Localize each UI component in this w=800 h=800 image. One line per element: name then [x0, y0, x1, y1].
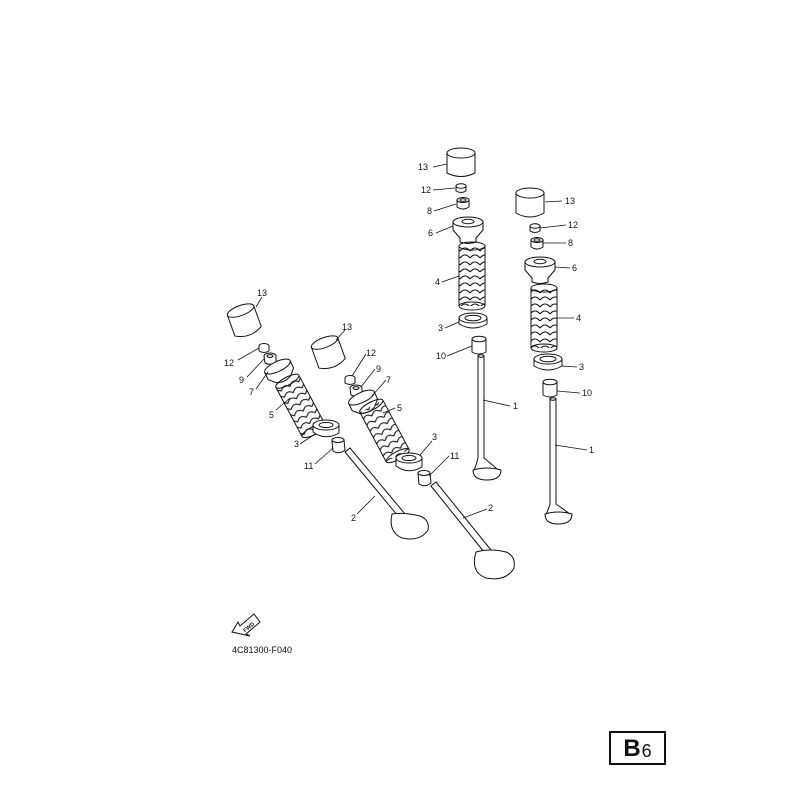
valve-lifter-13b	[515, 187, 545, 218]
label-12c: 12	[224, 358, 234, 368]
label-11a: 11	[304, 461, 313, 471]
label-8b: 8	[568, 238, 573, 248]
label-13c: 13	[257, 288, 267, 298]
exhaust-valve-2b	[430, 481, 515, 580]
valve-lifter-13c	[226, 303, 262, 338]
leader-lines	[237, 163, 588, 519]
page-tag: B 6	[609, 731, 666, 765]
valve-spring-4a	[458, 241, 486, 311]
spring-seat-3a	[458, 312, 488, 329]
label-12b: 12	[568, 220, 578, 230]
page-tag-letter: B	[623, 735, 641, 762]
label-13b: 13	[565, 196, 575, 206]
valve-lifter-13a	[446, 147, 476, 177]
label-3b: 3	[579, 362, 584, 372]
adjusting-pad-12a	[455, 183, 467, 193]
label-5b: 5	[397, 403, 402, 413]
valve-cotter-8b	[530, 237, 544, 250]
adjusting-pad-12c	[258, 343, 270, 353]
label-1a: 1	[513, 401, 518, 411]
label-12a: 12	[421, 185, 431, 195]
label-11b: 11	[450, 451, 459, 461]
valve-spring-5b	[359, 398, 410, 464]
label-7b: 7	[386, 375, 391, 385]
label-4b: 4	[576, 313, 581, 323]
spring-retainer-6b	[524, 256, 556, 284]
stem-seal-11a	[331, 437, 346, 454]
adjusting-pad-12b	[529, 223, 541, 233]
intake-valve-1a	[472, 354, 502, 481]
adjusting-pad-12d	[344, 375, 356, 385]
valve-spring-4b	[530, 283, 558, 353]
label-2b: 2	[488, 503, 493, 513]
valve-cotter-9a	[263, 352, 277, 365]
drawing-code: 4C81300-F040	[232, 645, 293, 655]
label-6a: 6	[428, 228, 433, 238]
exhaust-valve-stack-b	[310, 335, 515, 580]
label-3d: 3	[432, 432, 437, 442]
fwd-arrow-icon: FWD	[231, 613, 261, 637]
stem-seal-10a	[471, 335, 487, 355]
label-3c: 3	[294, 439, 299, 449]
label-9a: 9	[239, 375, 244, 385]
label-6b: 6	[572, 263, 577, 273]
stem-seal-11b	[417, 470, 432, 487]
exhaust-valve-2a	[344, 447, 429, 540]
label-13d: 13	[342, 322, 352, 332]
label-8a: 8	[427, 206, 432, 216]
part-number-labels: 13 12 8 6 4 3 10 1 13 12 8 6 4 3 10 1 13…	[224, 162, 594, 523]
spring-seat-3c	[312, 419, 340, 438]
intake-valve-stack-a	[446, 147, 502, 481]
label-1b: 1	[589, 445, 594, 455]
page-tag-number: 6	[641, 741, 652, 761]
label-3a: 3	[438, 323, 443, 333]
label-12d: 12	[366, 348, 376, 358]
intake-valve-1b	[544, 397, 573, 525]
label-9b: 9	[376, 364, 381, 374]
label-10b: 10	[582, 388, 592, 398]
label-13a: 13	[418, 162, 428, 172]
valve-lifter-13d	[310, 335, 346, 370]
valve-cotter-8a	[456, 197, 470, 210]
label-10a: 10	[436, 351, 446, 361]
label-5a: 5	[269, 410, 274, 420]
label-4a: 4	[435, 277, 440, 287]
stem-seal-10b	[542, 378, 558, 398]
spring-seat-3b	[533, 353, 563, 371]
spring-seat-3d	[395, 452, 423, 472]
label-2a: 2	[351, 513, 356, 523]
label-7a: 7	[249, 387, 254, 397]
exhaust-valve-stack-a	[226, 303, 429, 540]
intake-valve-stack-b	[515, 187, 573, 525]
spring-retainer-6a	[452, 216, 484, 244]
